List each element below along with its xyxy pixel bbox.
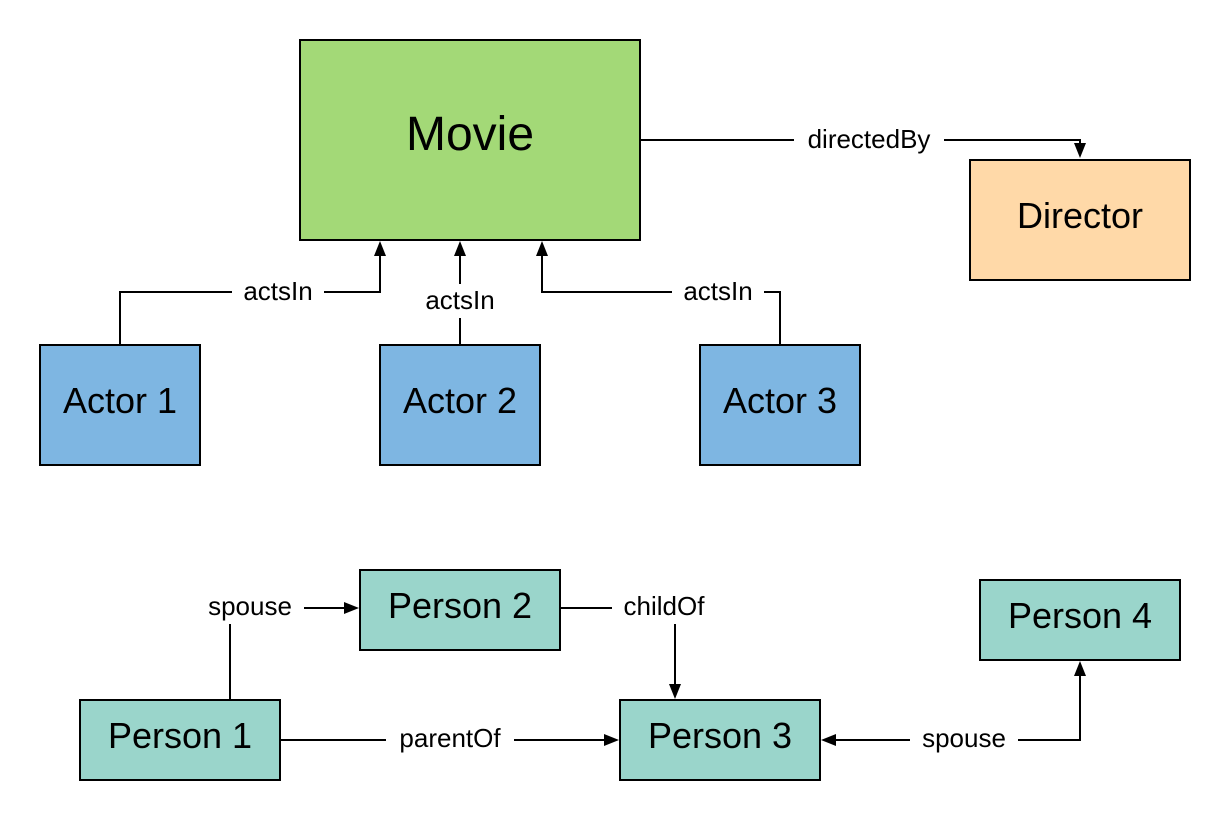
node-actor-2: Actor 2 bbox=[379, 344, 541, 466]
edge-label-acts-in-3: actsIn bbox=[683, 276, 752, 306]
node-label-actor-1: Actor 1 bbox=[63, 380, 177, 421]
arrow-head-icon bbox=[454, 241, 466, 256]
edge-label-spouse-1-2: spouse bbox=[208, 591, 292, 621]
node-person-4: Person 4 bbox=[979, 579, 1181, 661]
edge-child-of-person2-person3: childOf bbox=[560, 590, 716, 699]
arrow-head-icon bbox=[604, 734, 619, 746]
arrow-head-icon bbox=[669, 684, 681, 699]
edge-spouse-person1-person2: spouse bbox=[196, 590, 359, 700]
node-person-3: Person 3 bbox=[619, 699, 821, 781]
node-label-movie: Movie bbox=[406, 108, 534, 161]
node-label-director: Director bbox=[1017, 195, 1143, 236]
node-label-actor-3: Actor 3 bbox=[723, 380, 837, 421]
edge-label-directed-by: directedBy bbox=[808, 124, 931, 154]
node-label-person-2: Person 2 bbox=[388, 585, 532, 626]
arrow-head-icon bbox=[1074, 661, 1086, 676]
edge-label-spouse-3-4: spouse bbox=[922, 723, 1006, 753]
node-person-1: Person 1 bbox=[79, 699, 281, 781]
edge-label-acts-in-1: actsIn bbox=[243, 276, 312, 306]
edge-label-child-of: childOf bbox=[624, 591, 706, 621]
node-actor-3: Actor 3 bbox=[699, 344, 861, 466]
arrow-head-icon bbox=[536, 241, 548, 256]
node-person-2: Person 2 bbox=[359, 569, 561, 651]
arrow-head-icon bbox=[344, 602, 359, 614]
edge-acts-in-actor1: actsIn bbox=[119, 241, 386, 345]
edge-acts-in-actor3: actsIn bbox=[536, 241, 781, 345]
node-label-person-3: Person 3 bbox=[648, 715, 792, 756]
arrow-head-icon bbox=[1074, 143, 1086, 158]
edge-directed-by: directedBy bbox=[640, 122, 1086, 158]
arrow-head-icon bbox=[821, 734, 836, 746]
edge-spouse-person3-person4: spouse bbox=[821, 661, 1086, 756]
node-director: Director bbox=[969, 159, 1191, 281]
node-actor-1: Actor 1 bbox=[39, 344, 201, 466]
node-label-actor-2: Actor 2 bbox=[403, 380, 517, 421]
edge-parent-of-person1-person3: parentOf bbox=[280, 722, 619, 756]
edge-label-acts-in-2: actsIn bbox=[425, 285, 494, 315]
edge-acts-in-actor2: actsIn bbox=[414, 241, 506, 345]
node-label-person-1: Person 1 bbox=[108, 715, 252, 756]
node-movie: Movie bbox=[299, 39, 641, 241]
node-label-person-4: Person 4 bbox=[1008, 595, 1152, 636]
edge-label-parent-of: parentOf bbox=[399, 723, 501, 753]
arrow-head-icon bbox=[374, 241, 386, 256]
